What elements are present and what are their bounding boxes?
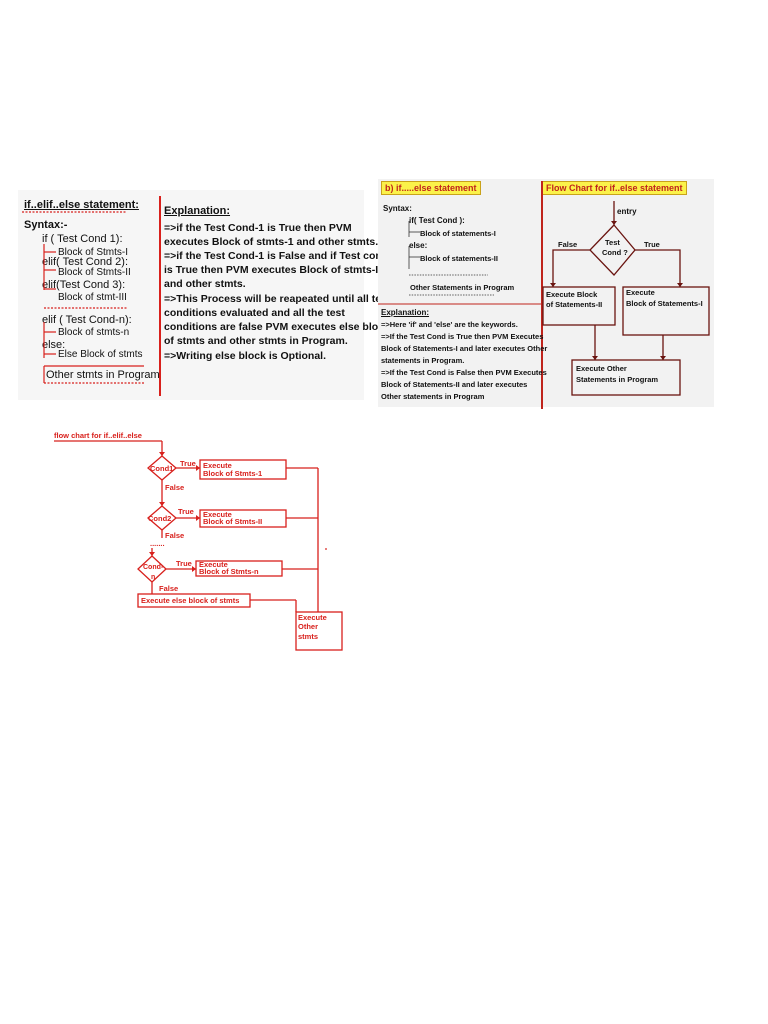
box-false-text-2: of Statements-II [546, 300, 602, 309]
flow-entry-label: entry [617, 207, 637, 216]
panel2-code-line-2: Block of statements-I [420, 229, 496, 238]
box-other-text-1: Execute Other [576, 364, 627, 373]
box-true-text-1: Execute [626, 288, 655, 297]
code-line-5: elif(Test Cond 3): [42, 279, 126, 291]
box-other-statements [571, 359, 681, 396]
flow-false-label: False [558, 240, 577, 249]
panel2-code-line-1: if( Test Cond ): [409, 216, 465, 225]
flow-true-label: True [644, 240, 660, 249]
box-block-statements-2 [542, 286, 616, 326]
code-line-2: Block of Stmts-I [58, 247, 129, 258]
false-label-n: False [159, 584, 178, 593]
explanation-line-5: and other stmts. [164, 278, 246, 290]
code-line-7: elif ( Test Cond-n): [42, 314, 132, 326]
final-text-2: Other [298, 622, 318, 631]
flow-false-line [552, 249, 590, 287]
test-cond-diamond [589, 224, 636, 276]
true-label-2: True [178, 507, 194, 516]
box-true-text-2: Block of Statements-I [626, 299, 703, 308]
explanation-line-4: is True then PVM executes Block of stmts… [164, 264, 382, 276]
panel2-explanation-line-4: statements in Program. [381, 356, 465, 365]
else-block-text: Execute else block of stmts [141, 596, 239, 605]
panel2-code-line-4: Block of statements-II [420, 254, 498, 263]
panel2-explanation-line-3: Block of Statements-I and later executes… [381, 344, 548, 353]
box-other-text-2: Statements in Program [576, 375, 658, 384]
explanation-line-3: =>if the Test Cond-1 is False and if Tes… [164, 250, 398, 262]
tag-if-else-statement: b) if.....else statement [381, 181, 481, 195]
explanation-line-1: =>if the Test Cond-1 is True then PVM [164, 222, 352, 234]
false-label-2: False [165, 531, 184, 540]
panel-if-elif-else-syntax [18, 190, 364, 400]
panel1-syntax-brackets [22, 211, 144, 384]
blockn-text: Block of Stmts-n [199, 567, 259, 576]
false-label-1: False [165, 483, 184, 492]
box-false-text-1: Execute Block [546, 290, 598, 299]
code-line-8: Block of stmts-n [58, 327, 130, 338]
explanation-line-8: conditions are false PVM executes else b… [164, 321, 390, 333]
blockn-execute: Execute [199, 560, 228, 569]
code-line-1: if ( Test Cond 1): [42, 233, 123, 245]
panel1-explanation-label: Explanation: [164, 205, 231, 217]
panel2-explanation-line-7: Other statements in Program [381, 392, 485, 401]
panel2-explanation-line-2: =>If the Test Cond is True then PVM Exec… [381, 332, 544, 341]
panel3-title: flow chart for if..elif..else [54, 431, 142, 440]
ellipsis-dots: ....... [150, 539, 165, 548]
explanation-line-10: =>Writing else block is Optional. [164, 350, 327, 362]
flow-cond-label-1: Test [605, 238, 620, 247]
box-block-stmts-1 [199, 459, 287, 480]
condn-label-2: n [151, 574, 155, 581]
code-line-6: Block of stmt-III [58, 292, 127, 303]
if-elif-else-flowchart: flow chart for if..elif..else Cond1 Cond… [54, 431, 343, 651]
panel1-syntax-label: Syntax:- [24, 219, 68, 231]
explanation-line-9: of stmts and other stmts in Program. [164, 335, 348, 347]
panel1-divider [159, 196, 161, 396]
panel2-code-line-3: else: [409, 241, 428, 250]
final-text-3: stmts [298, 632, 318, 641]
box-execute-other-stmts [295, 611, 343, 651]
panel2-code-line-5: Other Statements in Program [410, 283, 515, 292]
panel2-explanation-line-6: Block of Statements-II and later execute… [381, 380, 528, 389]
code-line-3: elif( Test Cond 2): [42, 256, 129, 268]
tag-flow-chart-if-else: Flow Chart for if..else statement [542, 181, 687, 195]
panel2-syntax-label: Syntax: [383, 204, 412, 213]
true-label-n: True [176, 559, 192, 568]
cond1-label: Cond1 [150, 464, 173, 473]
box-block-statements-1 [622, 286, 710, 336]
panel1-title: if..elif..else statement: [24, 199, 139, 211]
panel2-divider [541, 181, 543, 409]
true-label-1: True [180, 459, 196, 468]
code-line-4: Block of Stmts-II [58, 267, 131, 278]
explanation-line-2: executes Block of stmts-1 and other stmt… [164, 236, 379, 248]
code-line-10: Else Block of stmts [58, 349, 143, 360]
block2-execute: Execute [203, 510, 232, 519]
flow-true-line [635, 249, 681, 287]
block1-execute: Execute [203, 461, 232, 470]
code-line-9: else: [42, 339, 66, 351]
final-text-1: Execute [298, 613, 327, 622]
explanation-line-6: =>This Process will be reapeated until a… [164, 293, 391, 305]
panel2-explanation-line-5: =>If the Test Cond is False then PVM Exe… [381, 368, 547, 377]
explanation-line-7: conditions evaluated and all the test [164, 307, 345, 319]
condn-label-1: Cond- [143, 564, 164, 571]
panel2-explanation-label: Explanation: [381, 308, 430, 317]
panel2-explanation-line-1: =>Here 'if' and 'else' are the keywords. [381, 320, 518, 329]
block1-text: Block of Stmts-1 [203, 469, 262, 478]
block2-text: Block of Stmts-II [203, 517, 262, 526]
if-else-flowchart: entry Test Cond ? False True Execute Blo… [542, 201, 710, 396]
code-line-11: Other stmts in Program [46, 369, 160, 381]
panel2-syntax-brackets [378, 221, 542, 305]
flow-cond-label-2: Cond ? [602, 248, 628, 257]
cond2-label: Cond2 [148, 514, 171, 523]
